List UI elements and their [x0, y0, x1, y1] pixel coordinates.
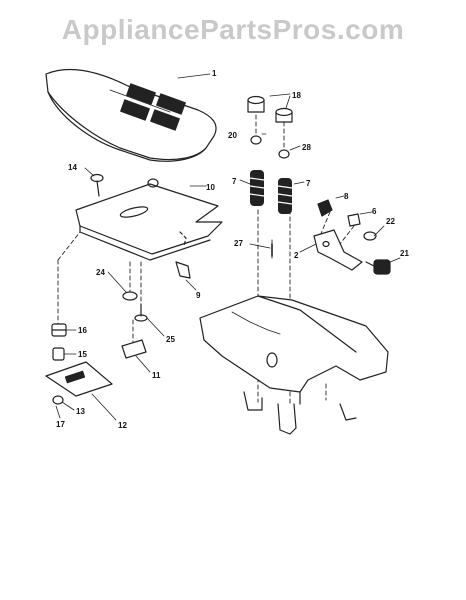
rail-part-11 — [121, 339, 147, 359]
callout-27: 27 — [234, 239, 243, 248]
cap-part-18 — [247, 95, 293, 123]
adjuster-bar-part-12 — [45, 361, 113, 397]
knob-part-21 — [365, 259, 391, 275]
leader-lines — [55, 73, 401, 421]
washer-part-24 — [122, 291, 138, 301]
callout-12: 12 — [118, 421, 127, 430]
washer-part-22 — [363, 231, 377, 241]
knob-part-16 — [51, 323, 67, 337]
callout-7a: 7 — [232, 177, 237, 186]
bracket-part-2 — [313, 229, 363, 271]
callout-22: 22 — [386, 217, 395, 226]
callout-21: 21 — [400, 249, 409, 258]
callout-18: 18 — [292, 91, 301, 100]
callout-8: 8 — [344, 192, 349, 201]
callout-2: 2 — [294, 251, 299, 260]
bolt-part-14 — [90, 173, 104, 197]
nut-part-13 — [52, 395, 64, 405]
callout-10: 10 — [206, 183, 215, 192]
spacer-part-15 — [52, 347, 65, 361]
callout-7b: 7 — [306, 179, 311, 188]
frame-part — [199, 295, 389, 435]
callout-15: 15 — [78, 350, 87, 359]
callout-20: 20 — [228, 131, 237, 140]
seat-pan-part — [75, 178, 223, 261]
callout-25: 25 — [166, 335, 175, 344]
callout-11: 11 — [152, 371, 161, 380]
callout-17: 17 — [56, 420, 65, 429]
callout-1: 1 — [212, 69, 217, 78]
nut-part-28 — [278, 149, 290, 159]
watermark-text: AppliancePartsPros.com — [61, 14, 405, 45]
spring-part-7 — [250, 170, 292, 214]
callout-28: 28 — [302, 143, 311, 152]
bolt-part-25 — [134, 303, 148, 322]
callout-24: 24 — [96, 268, 105, 277]
seat-part — [45, 68, 217, 162]
callout-labels: 1 18 14 10 20 28 7 7 8 6 22 27 2 21 24 9… — [56, 69, 409, 430]
callout-6: 6 — [372, 207, 377, 216]
nut-part-20 — [250, 135, 262, 145]
callout-13: 13 — [76, 407, 85, 416]
callout-14: 14 — [68, 163, 77, 172]
knob-part-8 — [317, 199, 333, 217]
callout-16: 16 — [78, 326, 87, 335]
bracket-part-9 — [175, 231, 191, 279]
callout-9: 9 — [196, 291, 201, 300]
nut-part-6 — [347, 213, 361, 227]
